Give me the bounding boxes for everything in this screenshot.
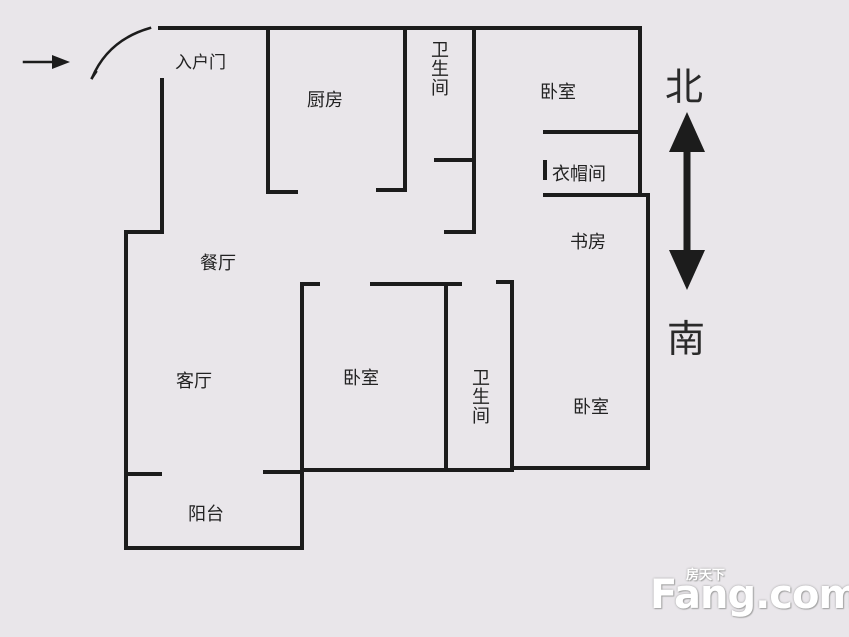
label-bedroom-ne: 卧室 (540, 82, 576, 103)
label-bedroom-middle: 卧室 (343, 368, 379, 389)
watermark-logo: 房天下 Fang.com (648, 560, 849, 620)
compass-arrow-up (669, 112, 705, 152)
label-living: 客厅 (176, 371, 212, 392)
compass-arrow-down (669, 250, 705, 290)
entry-arrow-head (52, 55, 70, 69)
label-closet: 衣帽间 (552, 164, 606, 185)
entrance-door-arc (90, 26, 152, 80)
label-study: 书房 (570, 232, 606, 253)
compass-south-label: 南 (667, 317, 706, 361)
entrance-door-jamb (90, 70, 98, 80)
compass-north-label: 北 (665, 65, 704, 109)
label-bathroom-top: 卫生间 (428, 40, 449, 97)
label-balcony: 阳台 (188, 504, 224, 525)
label-bathroom-middle: 卫生间 (469, 368, 490, 425)
label-bedroom-se: 卧室 (573, 397, 609, 418)
label-dining: 餐厅 (200, 253, 236, 274)
label-entrance-door: 入户门 (175, 53, 226, 73)
label-kitchen: 厨房 (307, 90, 343, 111)
watermark-brand-cn: 房天下 (686, 568, 726, 583)
watermark-brand-en: Fang.com (650, 572, 849, 618)
